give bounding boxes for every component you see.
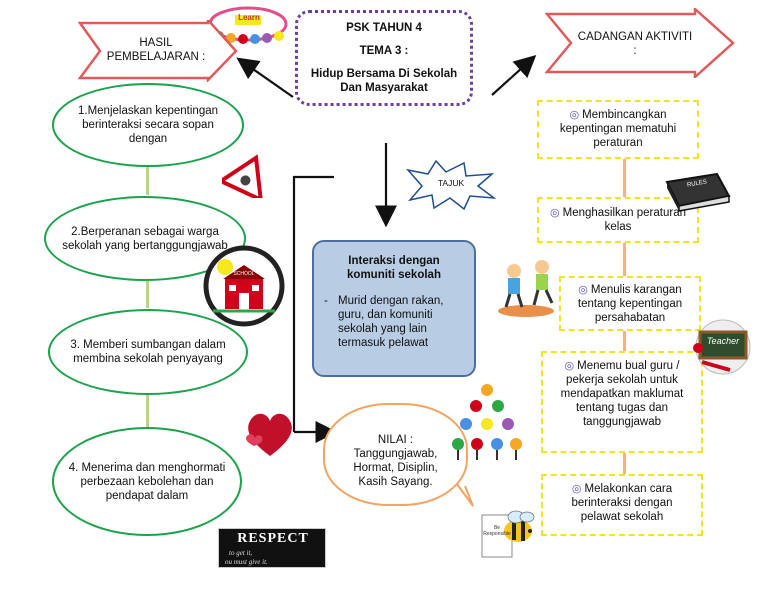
respect-text: RESPECT <box>237 531 309 546</box>
header-box: PSK TAHUN 4 TEMA 3 : Hidup Bersama Di Se… <box>295 10 473 106</box>
kids-playing-image <box>496 255 566 319</box>
cadangan-item-4: ◎Menemu bual guru / pekerja sekolah untu… <box>541 351 703 453</box>
cadangan-item-2: ◎Menghasilkan peraturan kelas <box>537 197 699 243</box>
swirl-icon: ◎ <box>569 109 580 121</box>
kids-pyramid-image <box>452 382 522 462</box>
school-sign-text: SCHOOL <box>233 271 255 277</box>
cadangan-label: CADANGAN AKTIVITI : <box>577 31 693 57</box>
hasil-banner: HASIL PEMBELAJARAN : <box>77 16 238 84</box>
hasil-connector-1 <box>146 167 149 195</box>
swirl-icon: ◎ <box>564 360 575 372</box>
tajuk-label: TAJUK <box>437 178 465 188</box>
cadangan-connector-4 <box>623 452 626 474</box>
nilai-bubble: NILAI : Tanggungjawab, Hormat, Disiplin,… <box>323 403 468 506</box>
hasil-item-2-text: 2.Berperanan sebagai warga sekolah yang … <box>62 225 228 252</box>
swirl-icon: ◎ <box>571 483 582 495</box>
hasil-item-4-text: 4. Menerima dan menghormati perbezaan ke… <box>68 461 226 502</box>
hasil-connector-3 <box>146 395 149 427</box>
hasil-item-1: 1.Menjelaskan kepentingan berinteraksi s… <box>52 83 244 167</box>
interaksi-title: Interaksi dengan komuniti sekolah <box>347 255 441 281</box>
cadangan-banner: CADANGAN AKTIVITI : <box>544 6 735 80</box>
hasil-item-4: 4. Menerima dan menghormati perbezaan ke… <box>52 427 242 536</box>
cadangan-connector-2 <box>623 242 626 276</box>
cadangan-item-5-text: Melakonkan cara berinteraksi dengan pela… <box>571 483 673 523</box>
cadangan-item-5: ◎Melakonkan cara berinteraksi dengan pel… <box>541 474 703 536</box>
respect-line-1: to get it, <box>229 549 253 557</box>
cadangan-item-4-text: Menemu bual guru / pekerja sekolah untuk… <box>560 360 684 428</box>
hasil-label: HASIL PEMBELAJARAN : <box>106 37 206 63</box>
swirl-icon: ◎ <box>550 207 560 219</box>
respect-banner: RESPECT to get it, ou must give it. <box>218 528 326 568</box>
cadangan-item-3: ◎Menulis karangan tentang kepentingan pe… <box>559 276 701 331</box>
hasil-item-3: 3. Memberi sumbangan dalam membina sekol… <box>48 309 248 395</box>
bee-card-text: Be Responsible <box>483 525 511 537</box>
header-theme: TEMA 3 : <box>359 45 409 57</box>
hasil-item-3-text: 3. Memberi sumbangan dalam membina sekol… <box>70 339 226 365</box>
cadangan-item-2-text: Menghasilkan peraturan kelas <box>562 207 686 233</box>
cadangan-connector-1 <box>623 158 626 198</box>
rules-book-image: RULES <box>663 170 733 212</box>
header-title: Hidup Bersama Di Sekolah Dan Masyarakat <box>310 68 458 94</box>
cadangan-item-1: ◎Membincangkan kepentingan mematuhi pera… <box>537 100 699 159</box>
respect-line-2: ou must give it. <box>225 558 268 566</box>
hasil-item-2: 2.Berperanan sebagai warga sekolah yang … <box>44 196 246 281</box>
cadangan-item-1-text: Membincangkan kepentingan mematuhi perat… <box>559 109 677 149</box>
nilai-heading: NILAI : <box>377 434 414 446</box>
hasil-item-1-text: 1.Menjelaskan kepentingan berinteraksi s… <box>77 105 219 145</box>
tajuk-burst: TAJUK <box>405 159 497 211</box>
header-subject: PSK TAHUN 4 <box>346 22 422 34</box>
bee-card-image: Be Responsible <box>480 505 540 559</box>
heart-image <box>240 402 300 464</box>
teacher-board-image: Teacher <box>690 318 756 376</box>
learn-banner-text: Learn <box>238 13 260 22</box>
cadangan-item-3-text: Menulis karangan tentang kepentingan per… <box>577 284 683 324</box>
cadangan-connector-3 <box>623 330 626 352</box>
interaksi-box: Interaksi dengan komuniti sekolah - Muri… <box>312 240 476 377</box>
hasil-connector-2 <box>146 280 149 308</box>
nilai-tail <box>456 483 474 507</box>
school-badge-image: SCHOOL <box>203 245 285 327</box>
teacher-board-text: Teacher <box>706 336 740 346</box>
interaksi-bullet: Murid dengan rakan, guru, dan komuniti s… <box>338 295 444 349</box>
interaksi-bullet-marker: - <box>324 295 328 307</box>
warning-sign-image <box>216 152 274 204</box>
swirl-icon: ◎ <box>578 284 588 296</box>
nilai-values: Tanggungjawab, Hormat, Disiplin, Kasih S… <box>353 448 438 488</box>
